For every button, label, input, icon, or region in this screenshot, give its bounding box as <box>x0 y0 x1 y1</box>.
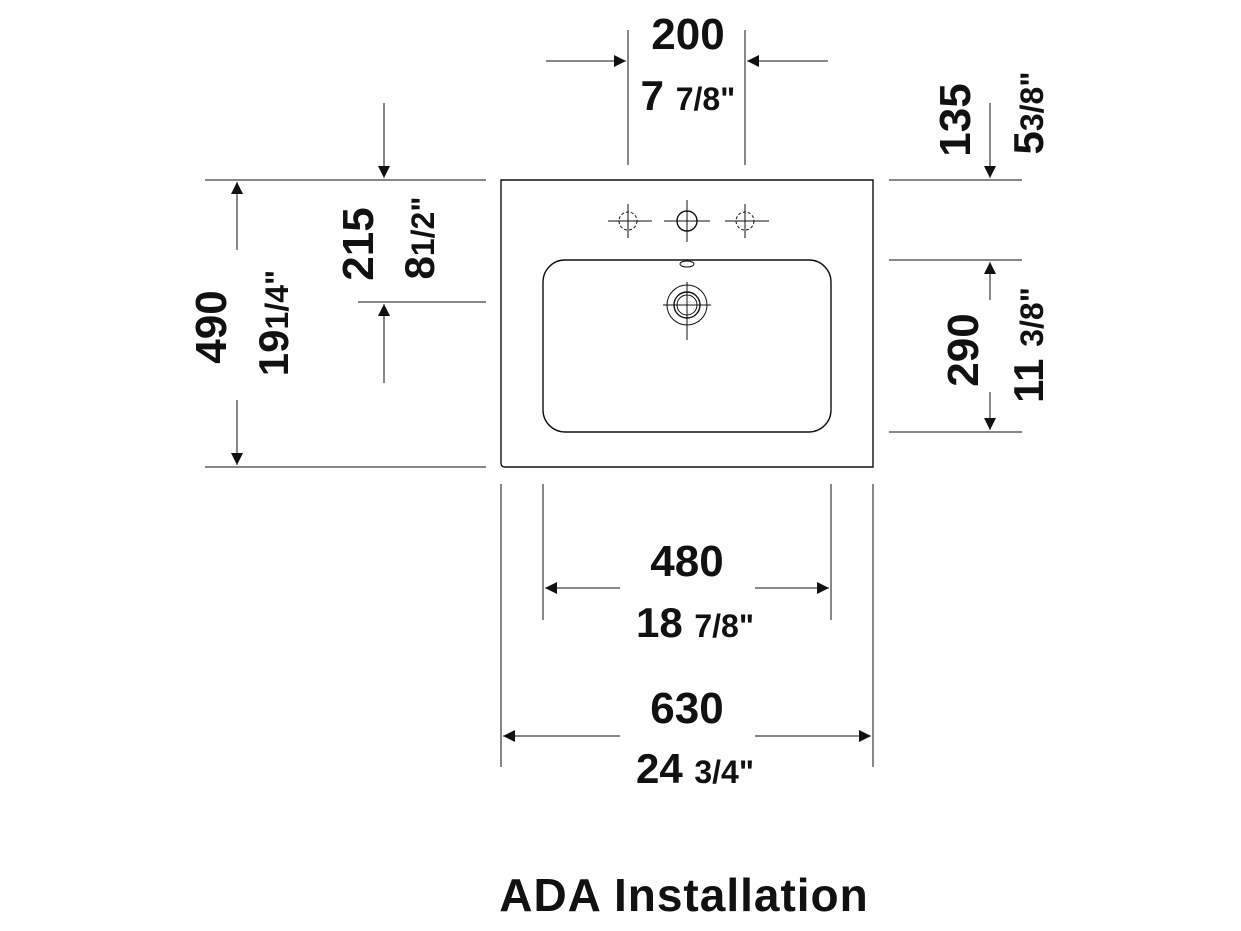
dim-bowl-width: 480 18 7/8" <box>542 484 832 646</box>
bowl-depth-mm: 290 <box>939 313 988 386</box>
total-depth-mm: 490 <box>187 290 236 363</box>
dim-tap-spacing: 200 7 7/8" <box>546 10 828 165</box>
bowl-depth-in: 11 3/8" <box>1005 287 1052 403</box>
drawing-caption: ADA Installation <box>499 869 869 921</box>
tap-spacing-in: 7 7/8" <box>641 72 736 119</box>
overflow-icon <box>679 260 695 268</box>
tap-holes <box>608 200 769 268</box>
dim-total-width: 630 24 3/4" <box>500 484 874 792</box>
back-to-drain-mm: 215 <box>334 207 383 280</box>
dim-bowl-depth: 290 11 3/8" <box>889 259 1052 433</box>
tap-to-back-in: 53/8" <box>1005 71 1052 154</box>
dim-total-depth: 490 191/4" <box>187 179 486 468</box>
bowl-width-in: 18 7/8" <box>636 599 754 646</box>
drain <box>663 282 711 340</box>
total-width-in: 24 3/4" <box>636 745 754 792</box>
basin-outline <box>500 179 874 468</box>
dim-back-to-drain: 215 81/2" <box>334 103 486 383</box>
back-to-drain-in: 81/2" <box>396 196 443 279</box>
bowl-width-mm: 480 <box>650 537 723 586</box>
tap-spacing-mm: 200 <box>651 10 724 59</box>
total-depth-in: 191/4" <box>250 270 297 376</box>
total-width-mm: 630 <box>650 684 723 733</box>
dim-tap-to-back: 135 53/8" <box>889 71 1052 181</box>
tap-to-back-mm: 135 <box>931 83 980 156</box>
